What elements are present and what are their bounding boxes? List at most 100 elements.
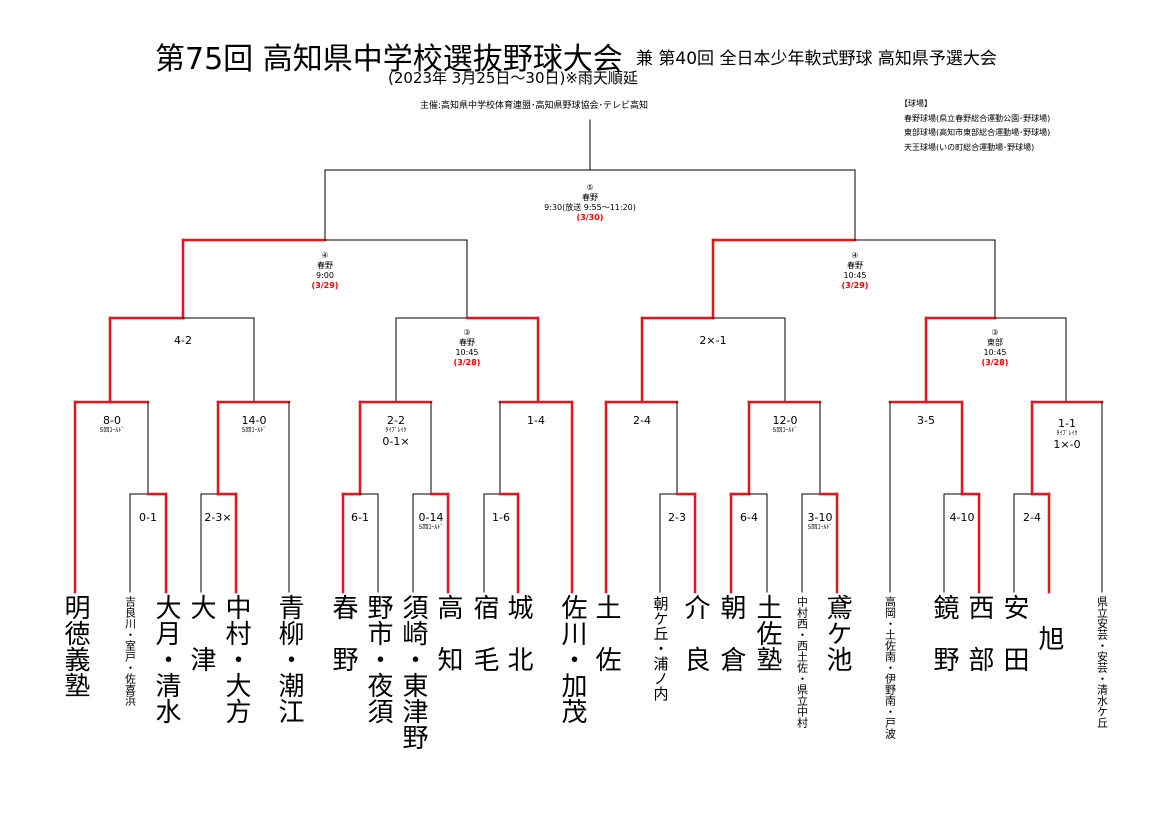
match-time: 9:30(放送 9:55～11:20) <box>544 203 636 212</box>
match-time: 9:00 <box>316 271 334 280</box>
venue-item: 東部球場(高知市東部総合運動場･野球場) <box>904 128 1051 137</box>
match-score: 2-4 <box>633 414 651 427</box>
score-extra: 1×-0 <box>1053 438 1081 451</box>
score-text: 0-1 <box>139 511 157 524</box>
venue-item: 天王球場(いの町総合運動場･野球場) <box>904 142 1035 152</box>
score-text: 3-10 <box>807 511 833 524</box>
match-venue: 春野 <box>459 338 475 347</box>
final-match-info: ⑤ 春野 9:30(放送 9:55～11:20) (3/30) <box>544 183 636 223</box>
team-name: 西 部 <box>964 594 994 672</box>
page-subtitle: 兼 第40回 全日本少年軟式野球 高知県予選大会 <box>636 49 997 69</box>
score-text: 2-2 <box>387 414 405 427</box>
score-text: 6-4 <box>740 511 758 524</box>
page-title: 第75回 高知県中学校選抜野球大会 <box>155 42 623 77</box>
score-text: 1-4 <box>527 414 545 427</box>
team-name: 大月・清水 <box>151 594 181 724</box>
match-score: 12-0 5回ｺｰﾙﾄﾞ <box>773 414 798 435</box>
match-score: 0-1 <box>139 511 157 524</box>
score-text: 1-1 <box>1058 417 1076 430</box>
team-name: 安 田 <box>999 594 1029 672</box>
team-name: 旭 <box>1034 625 1064 651</box>
team-name: 佐川・加茂 <box>557 594 587 724</box>
match-number: ③ <box>991 328 999 337</box>
venue-heading: 【球場】 <box>900 99 932 108</box>
team-name: 高 知 <box>433 594 463 672</box>
team-name: 大 津 <box>186 594 216 672</box>
match-venue: 春野 <box>847 261 863 270</box>
score-text: 0-14 <box>418 511 444 524</box>
score-note: 5回ｺｰﾙﾄﾞ <box>99 427 125 434</box>
organizer-line: 主催:高知県中学校体育連盟･高知県野球協会･テレビ高知 <box>420 101 649 111</box>
team-name: 土佐塾 <box>752 594 782 672</box>
match-date: (3/29) <box>841 281 869 290</box>
team-name: 野市・夜須 <box>363 594 393 724</box>
match-time: 10:45 <box>983 348 1007 357</box>
match-time: 10:45 <box>843 271 867 280</box>
match-score: 1-6 <box>492 511 510 524</box>
match-number: ④ <box>321 251 329 260</box>
match-date: (3/29) <box>311 281 339 290</box>
match-venue: 春野 <box>582 193 598 202</box>
score-text: 8-0 <box>103 414 121 427</box>
team-name: 中村西・西土佐・県立中村 <box>795 596 809 728</box>
team-name: 城 北 <box>503 594 533 672</box>
match-score: 2-3× <box>204 511 231 524</box>
team-name: 鳶ケ池 <box>822 594 852 672</box>
score-text: 12-0 <box>772 414 798 427</box>
score-note: ﾀｲﾌﾞﾚｲｸ <box>1056 430 1078 437</box>
venue-list: 【球場】 春野球場(県立春野総合運動公園･野球場) 東部球場(高知市東部総合運動… <box>900 97 1050 155</box>
team-name: 春 野 <box>328 594 358 672</box>
score-text: 2-3 <box>668 511 686 524</box>
team-name: 朝 倉 <box>716 594 746 672</box>
match-score: 0-14 5回ｺｰﾙﾄﾞ <box>419 511 444 532</box>
match-date: (3/28) <box>981 358 1009 367</box>
team-name: 青柳・潮江 <box>274 594 304 724</box>
match-score: 2-3 <box>668 511 686 524</box>
team-name: 明徳義塾 <box>60 594 90 698</box>
team-name: 介 良 <box>680 594 710 672</box>
team-name: 朝ケ丘・浦ノ内 <box>651 596 670 701</box>
score-text: 14-0 <box>241 414 267 427</box>
match-score: 8-0 5回ｺｰﾙﾄﾞ <box>100 414 125 435</box>
match-date: (3/30) <box>576 213 604 222</box>
venue-item: 春野球場(県立春野総合運動公園･野球場) <box>904 113 1051 123</box>
match-score: 2-2 ﾀｲﾌﾞﾚｲｸ 0-1× <box>382 414 409 448</box>
match-venue: 春野 <box>317 261 333 270</box>
match-score: 4-2 <box>174 334 192 347</box>
quarter-match-info: ③ 春野 10:45 (3/28) <box>454 328 481 368</box>
match-score: 14-0 5回ｺｰﾙﾄﾞ <box>242 414 267 435</box>
match-score: 1-1 ﾀｲﾌﾞﾚｲｸ 1×-0 <box>1053 417 1080 451</box>
score-text: 4-10 <box>949 511 975 524</box>
match-venue: 東部 <box>987 338 1003 347</box>
score-text: 6-1 <box>351 511 369 524</box>
quarter-match-info: ③ 東部 10:45 (3/28) <box>982 328 1009 368</box>
team-name: 鏡 野 <box>929 594 959 672</box>
match-score: 2×-1 <box>699 334 727 347</box>
score-text: 2-3× <box>204 511 232 524</box>
match-number: ③ <box>463 328 471 337</box>
score-text: 1-6 <box>492 511 510 524</box>
date-line: (2023年 3月25日～30日)※雨天順延 <box>388 69 638 87</box>
team-name: 須崎・東津野 <box>398 594 428 750</box>
match-score: 6-1 <box>351 511 369 524</box>
match-score: 6-4 <box>740 511 758 524</box>
score-note: 5回ｺｰﾙﾄﾞ <box>807 524 833 531</box>
team-name: 宿 毛 <box>469 594 499 672</box>
team-name: 高岡・土佐南・伊野南・戸波 <box>883 596 897 739</box>
match-number: ⑤ <box>586 183 594 192</box>
match-time: 10:45 <box>455 348 479 357</box>
match-score: 3-5 <box>917 414 935 427</box>
team-name: 吉良川・室戸・佐喜浜 <box>123 596 137 706</box>
score-note: 5回ｺｰﾙﾄﾞ <box>241 427 267 434</box>
team-name: 土 佐 <box>591 594 621 672</box>
score-note: ﾀｲﾌﾞﾚｲｸ <box>385 427 407 434</box>
match-score: 4-10 <box>950 511 975 524</box>
score-text: 3-5 <box>917 414 935 427</box>
score-text: 2-4 <box>633 414 651 427</box>
team-name: 中村・大方 <box>221 594 251 724</box>
match-date: (3/28) <box>453 358 481 367</box>
score-note: 5回ｺｰﾙﾄﾞ <box>418 524 444 531</box>
semi-match-info: ④ 春野 10:45 (3/29) <box>842 251 869 291</box>
semi-match-info: ④ 春野 9:00 (3/29) <box>312 251 339 291</box>
